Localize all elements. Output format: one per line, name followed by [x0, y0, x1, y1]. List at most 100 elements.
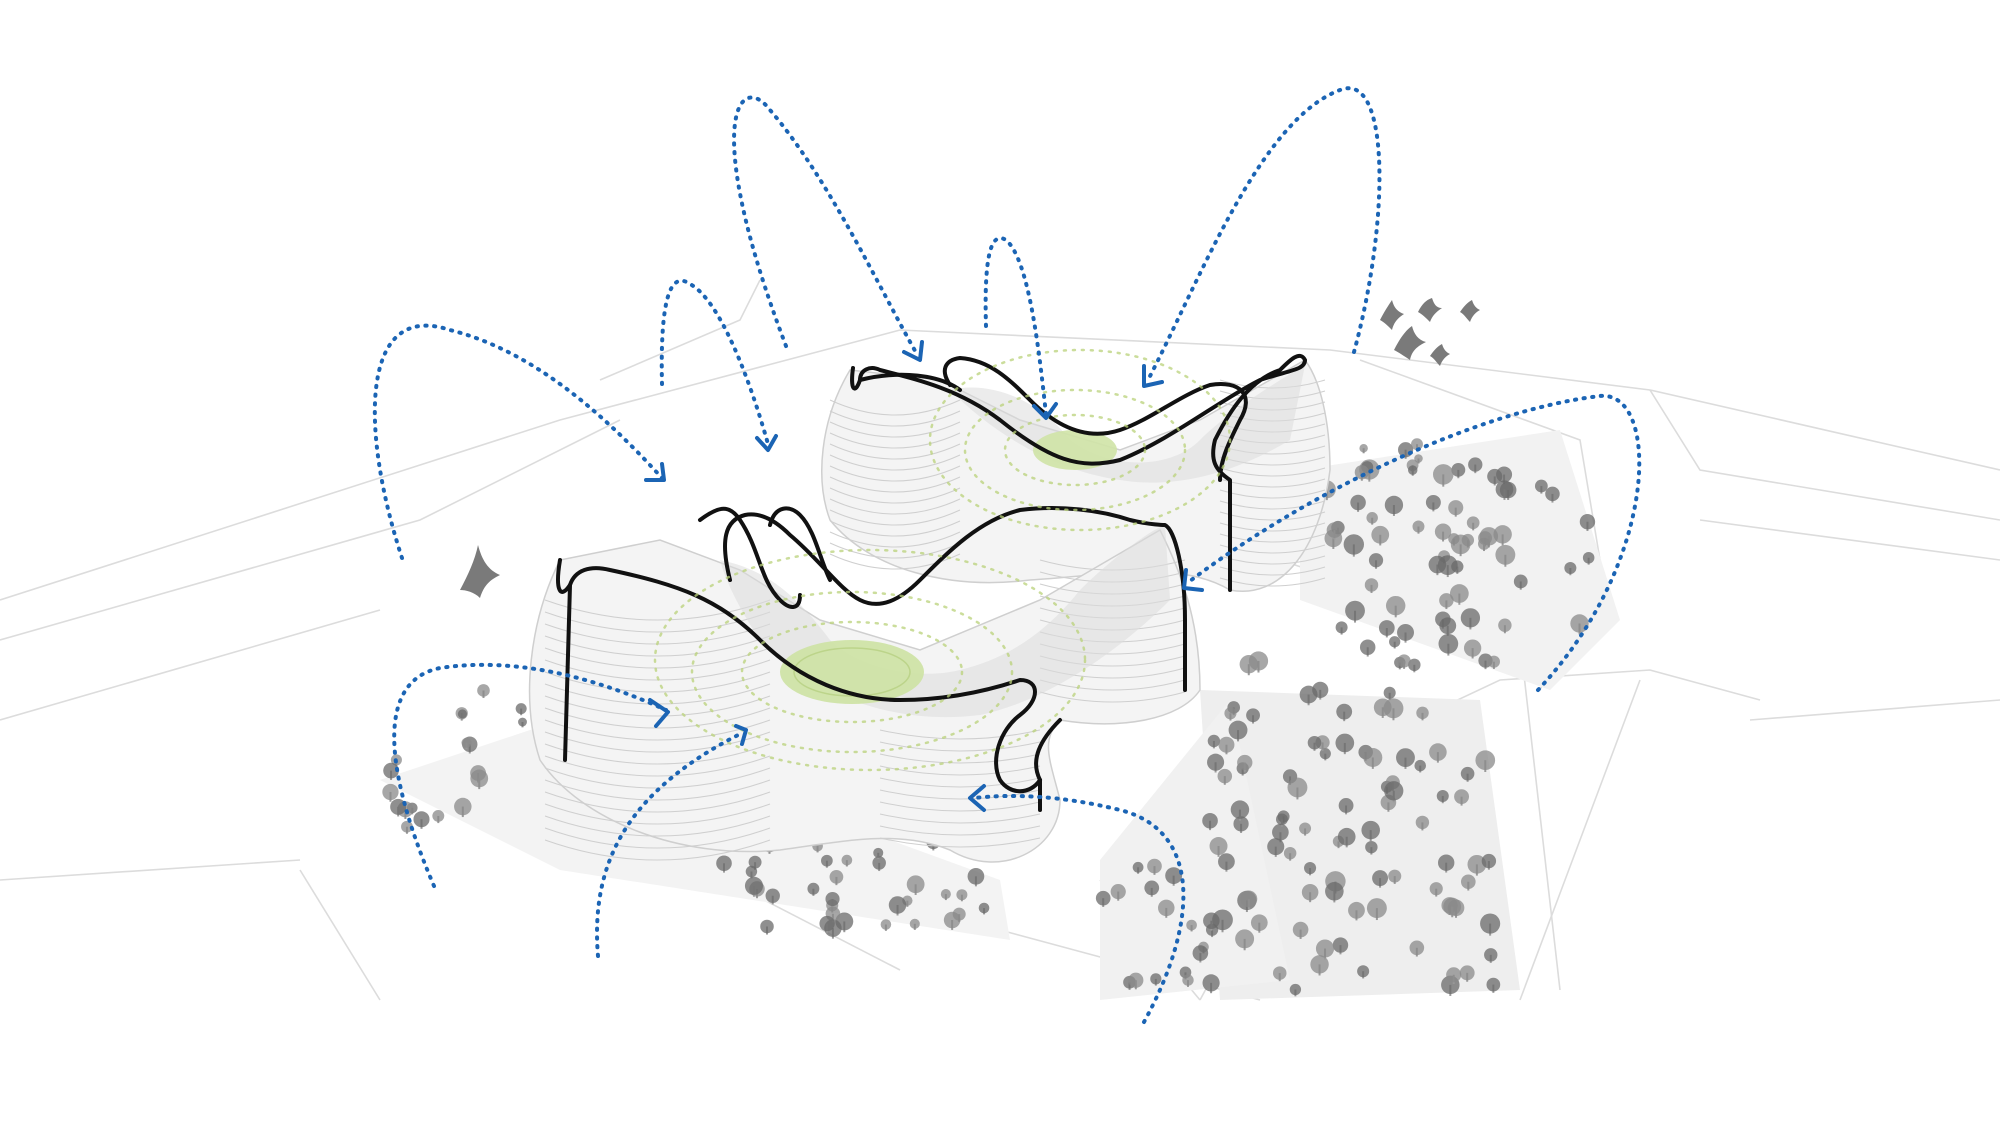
facade-line — [544, 815, 771, 837]
tree-icon — [1564, 561, 1577, 576]
facade-line — [544, 791, 771, 813]
tree-icon — [1368, 553, 1384, 569]
airflow-arrow-5 — [1142, 86, 1382, 388]
tree-icon — [1230, 800, 1250, 821]
tree-icon — [461, 737, 472, 749]
tree-icon — [1480, 913, 1501, 936]
facade-line — [544, 635, 771, 657]
tree-icon — [1446, 967, 1462, 984]
facade-line — [829, 421, 961, 438]
tree-icon — [1158, 899, 1175, 918]
airflow-arrow-2 — [659, 278, 778, 452]
tree-icon — [1545, 486, 1560, 503]
tree-icon — [825, 891, 840, 908]
tree-icon — [1272, 966, 1287, 982]
tree-icon — [1513, 574, 1528, 590]
tree-icon — [1493, 525, 1512, 546]
tree-icon — [1498, 618, 1512, 634]
tree-icon — [1384, 781, 1404, 803]
green-circulation-rings — [653, 348, 1232, 772]
bird-icon — [1460, 300, 1480, 322]
airflow-arrow-3 — [732, 95, 924, 362]
tree-icon — [1436, 789, 1449, 804]
tree-icon — [1301, 883, 1319, 903]
tree-icon — [1412, 520, 1425, 534]
chevron-arrowhead-icon — [648, 698, 670, 728]
chevron-arrowhead-icon — [644, 462, 666, 482]
tree-icon — [1397, 623, 1414, 643]
facade-line — [829, 432, 961, 449]
tree-icon — [1095, 890, 1111, 907]
tree-icon — [1365, 840, 1378, 855]
facade-line — [829, 553, 961, 570]
facade-line — [1219, 467, 1326, 477]
tree-icon — [1336, 703, 1353, 722]
facade-line — [879, 837, 1041, 848]
tree-icon — [383, 762, 399, 781]
bird-icon — [1430, 344, 1450, 366]
tree-icon — [1283, 846, 1297, 861]
tree-icon — [1408, 658, 1421, 673]
facade-line — [829, 410, 961, 427]
chevron-arrowhead-icon — [1032, 402, 1058, 420]
tree-icon — [1433, 464, 1454, 487]
tree-icon — [382, 783, 399, 802]
tree-icon — [1467, 854, 1487, 876]
tree-icon — [1449, 584, 1469, 605]
tree-icon — [1207, 734, 1221, 749]
bird-icon — [1380, 300, 1404, 330]
tree-icon — [1192, 945, 1209, 963]
tree-icon — [1481, 853, 1497, 870]
tree-icon — [1332, 937, 1349, 955]
tree-icon — [1275, 813, 1288, 827]
tree-icon — [760, 919, 774, 935]
tree-icon — [1165, 867, 1183, 886]
tree-icon — [1454, 789, 1470, 806]
tree-icon — [1434, 523, 1452, 542]
tree-icon — [1397, 654, 1411, 669]
tree-icon — [1384, 495, 1404, 516]
tree-icon — [716, 855, 732, 873]
facade-line — [544, 779, 771, 801]
facade-line — [544, 647, 771, 669]
tree-icon — [1450, 534, 1471, 557]
tree-icon — [1218, 853, 1235, 872]
tree-icon — [1202, 974, 1220, 994]
facade-line — [544, 707, 771, 729]
tree-icon — [1337, 827, 1356, 848]
facade-line — [829, 454, 961, 471]
tree-icon — [1366, 512, 1378, 525]
tree-icon — [1437, 555, 1458, 578]
facade-line — [544, 671, 771, 693]
tree-icon — [819, 915, 835, 933]
tree-icon — [1326, 522, 1343, 540]
tree-icon — [821, 854, 833, 868]
airflow-arrow-8 — [595, 724, 748, 958]
tree-icon — [1246, 708, 1260, 724]
tree-icon — [807, 882, 820, 896]
tree-icon — [1224, 707, 1237, 721]
tree-icon — [1186, 919, 1197, 932]
chevron-arrowhead-icon — [734, 724, 748, 746]
tree-icon — [765, 888, 780, 905]
tree-icon — [1439, 617, 1457, 636]
facade-line — [544, 755, 771, 777]
tree-icon — [1366, 898, 1387, 921]
tree-icon — [943, 911, 961, 930]
tree-icon — [1335, 733, 1355, 755]
tree-icon — [1299, 685, 1318, 706]
facade-line — [829, 487, 961, 504]
tree-icon — [1239, 655, 1258, 676]
tree-icon — [1383, 698, 1404, 721]
tree-icon — [432, 809, 445, 824]
tree-icon — [1389, 636, 1401, 649]
tree-icon — [1416, 706, 1429, 721]
tree-icon — [1372, 870, 1389, 888]
tree-icon — [1144, 880, 1160, 897]
tree-icon — [1487, 468, 1503, 486]
tree-icon — [1438, 854, 1455, 873]
tree-icon — [1335, 621, 1348, 635]
tree-icon — [1182, 974, 1194, 987]
facade-line — [544, 743, 771, 765]
